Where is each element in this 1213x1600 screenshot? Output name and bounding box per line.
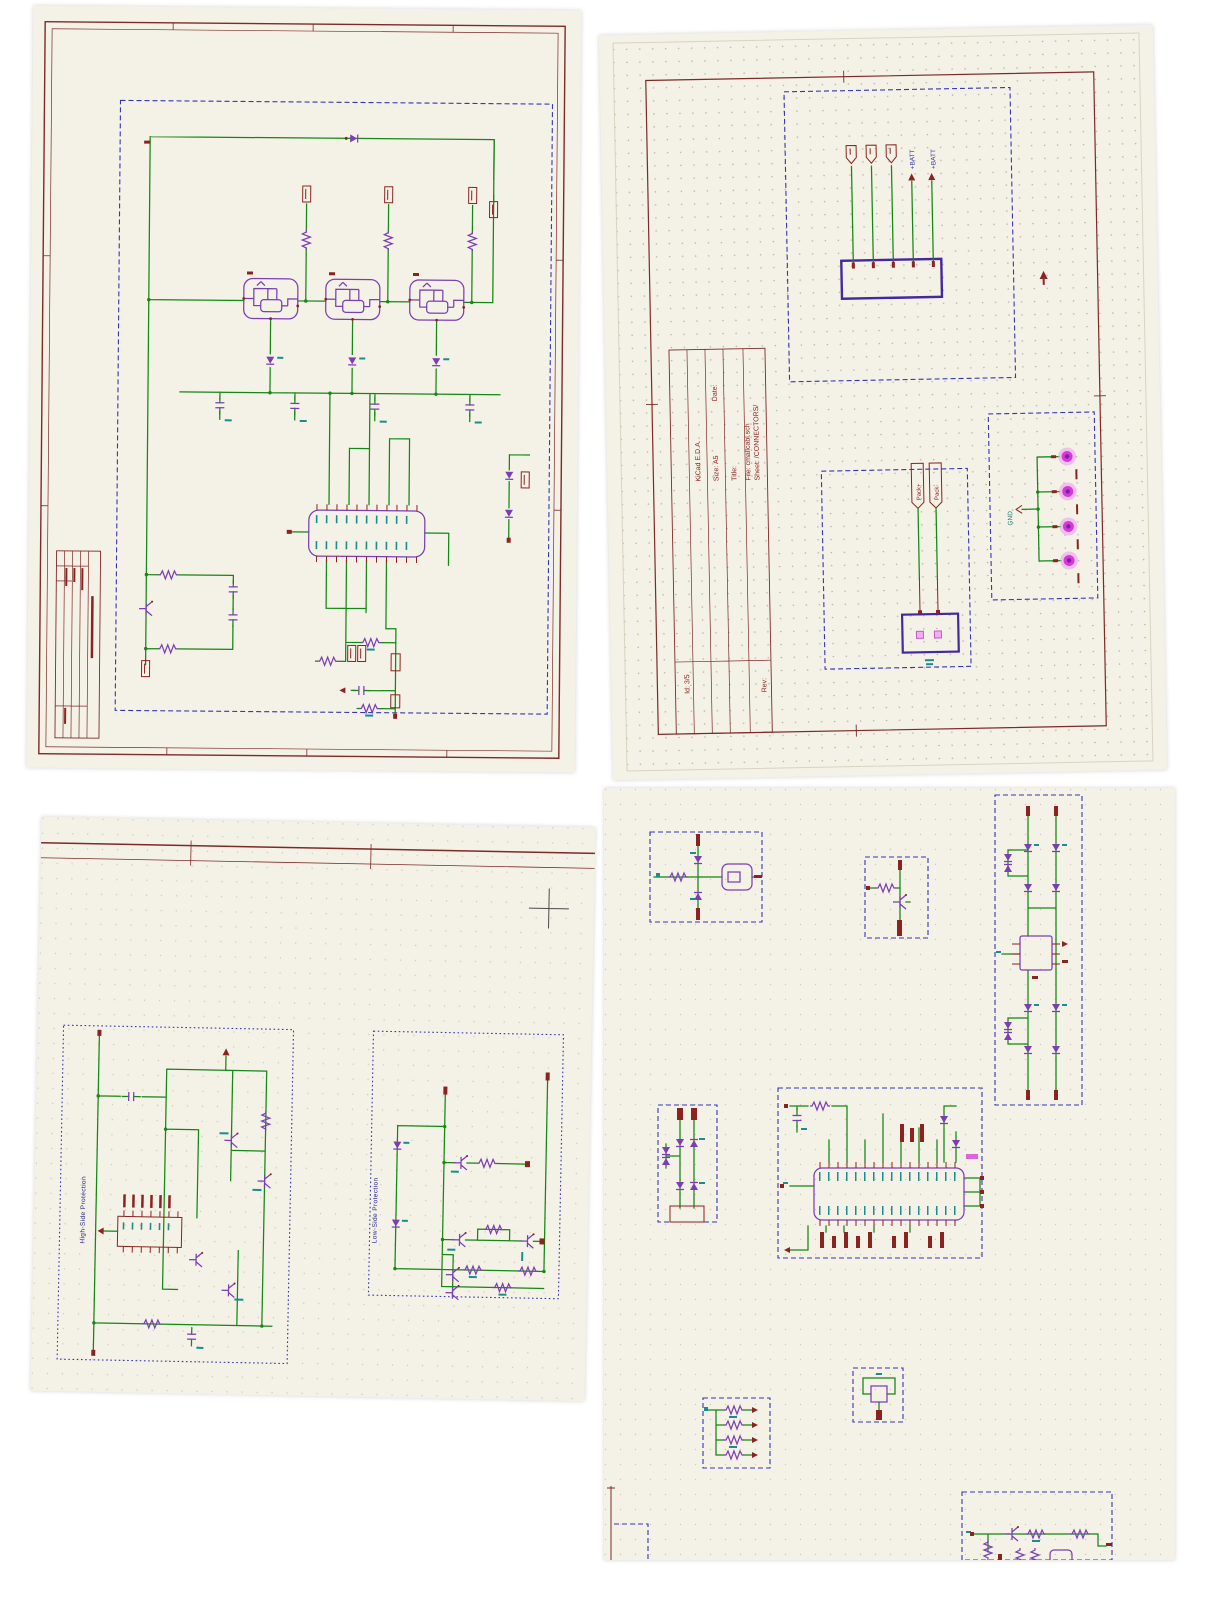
net-batt-b: +BATT bbox=[930, 149, 937, 169]
pack-terminal-block: Pack+ Pack- bbox=[820, 462, 972, 670]
file-label: File: cmallcabl.sch bbox=[744, 423, 752, 480]
protection-drawing: High-Side Protection Low-Side Protection bbox=[30, 816, 596, 1402]
schematic-page-protection: High-Side Protection Low-Side Protection bbox=[30, 816, 596, 1402]
pack-minus-flag bbox=[928, 462, 943, 509]
connector-j1 bbox=[840, 257, 944, 300]
net-batt-a: +BATT bbox=[909, 149, 916, 169]
block-main-mcu bbox=[777, 1087, 984, 1259]
paper-grid bbox=[612, 32, 1154, 772]
low-side-protection-block: Low-Side Protection bbox=[367, 1030, 565, 1301]
connectors-drawing: Sheet: /CONNECTORS/ File: cmallcabl.sch … bbox=[612, 32, 1154, 772]
tube-symbol-1 bbox=[241, 270, 301, 321]
block-sense-transistor bbox=[864, 856, 929, 939]
id-label: Id: 3/5 bbox=[684, 674, 691, 694]
page-border bbox=[38, 21, 566, 759]
block-output-stage bbox=[961, 1491, 1113, 1560]
partial-box bbox=[614, 1523, 649, 1560]
paper-grid bbox=[604, 788, 1175, 1560]
power-arrow-icon bbox=[908, 173, 936, 181]
page-border-fragment bbox=[607, 1486, 615, 1560]
high-side-label: High-Side Protection bbox=[79, 1176, 87, 1244]
reference-arrow-icon bbox=[1039, 270, 1048, 285]
size-label: Size: A5 bbox=[713, 455, 720, 481]
title-block bbox=[54, 550, 102, 739]
mainboard-drawing bbox=[604, 788, 1175, 1560]
protection-ic bbox=[97, 1194, 183, 1254]
balancer-ic bbox=[996, 935, 1068, 979]
title-label: Title: bbox=[731, 466, 738, 481]
rev-label: Rev: bbox=[761, 678, 768, 693]
pack-plus-flag bbox=[910, 462, 925, 510]
sheet-label: Sheet: /CONNECTORS/ bbox=[753, 405, 761, 481]
tube-symbol-2 bbox=[323, 271, 383, 322]
app-label: KiCad E.D.A. bbox=[695, 440, 703, 481]
schematic-page-connectors: Sheet: /CONNECTORS/ File: cmallcabl.sch … bbox=[598, 24, 1168, 781]
ic-pin-labels bbox=[315, 515, 408, 550]
block-crystal bbox=[852, 1367, 904, 1423]
amplifier-drawing bbox=[38, 21, 566, 759]
paper-grid bbox=[30, 816, 596, 1402]
flag-pack-plus-label: Pack+ bbox=[917, 483, 923, 500]
low-side-label: Low-Side Protection bbox=[371, 1177, 379, 1243]
mcu-pin-labels bbox=[819, 1172, 956, 1215]
flag-pack-minus-label: Pack- bbox=[935, 485, 941, 500]
block-dual-diode-connector bbox=[657, 1104, 718, 1223]
page-border bbox=[40, 840, 595, 870]
schematic-page-amplifier bbox=[26, 5, 582, 773]
block-resistor-array bbox=[702, 1397, 771, 1469]
date-label: Date: bbox=[712, 384, 719, 401]
registration-cross-icon bbox=[528, 888, 569, 929]
sheet-outline-box bbox=[114, 99, 554, 715]
tube-symbol-3 bbox=[407, 272, 467, 323]
schematic-page-mainboard bbox=[604, 788, 1175, 1560]
page-border bbox=[645, 70, 1107, 737]
connector-j2 bbox=[900, 612, 960, 654]
gnd-arrow-icon bbox=[1015, 504, 1023, 514]
high-side-protection-block: High-Side Protection bbox=[56, 1024, 295, 1365]
main-ic bbox=[286, 504, 426, 563]
net-gnd: GND bbox=[1007, 511, 1014, 526]
title-block: Sheet: /CONNECTORS/ File: cmallcabl.sch … bbox=[668, 347, 773, 735]
main-connector-block: +BATT +BATT bbox=[783, 86, 1017, 383]
block-input-diodes bbox=[649, 831, 763, 923]
block-balancer-column bbox=[994, 794, 1083, 1106]
mcu-ic bbox=[813, 1162, 965, 1226]
amplifier-circuit bbox=[138, 133, 531, 719]
